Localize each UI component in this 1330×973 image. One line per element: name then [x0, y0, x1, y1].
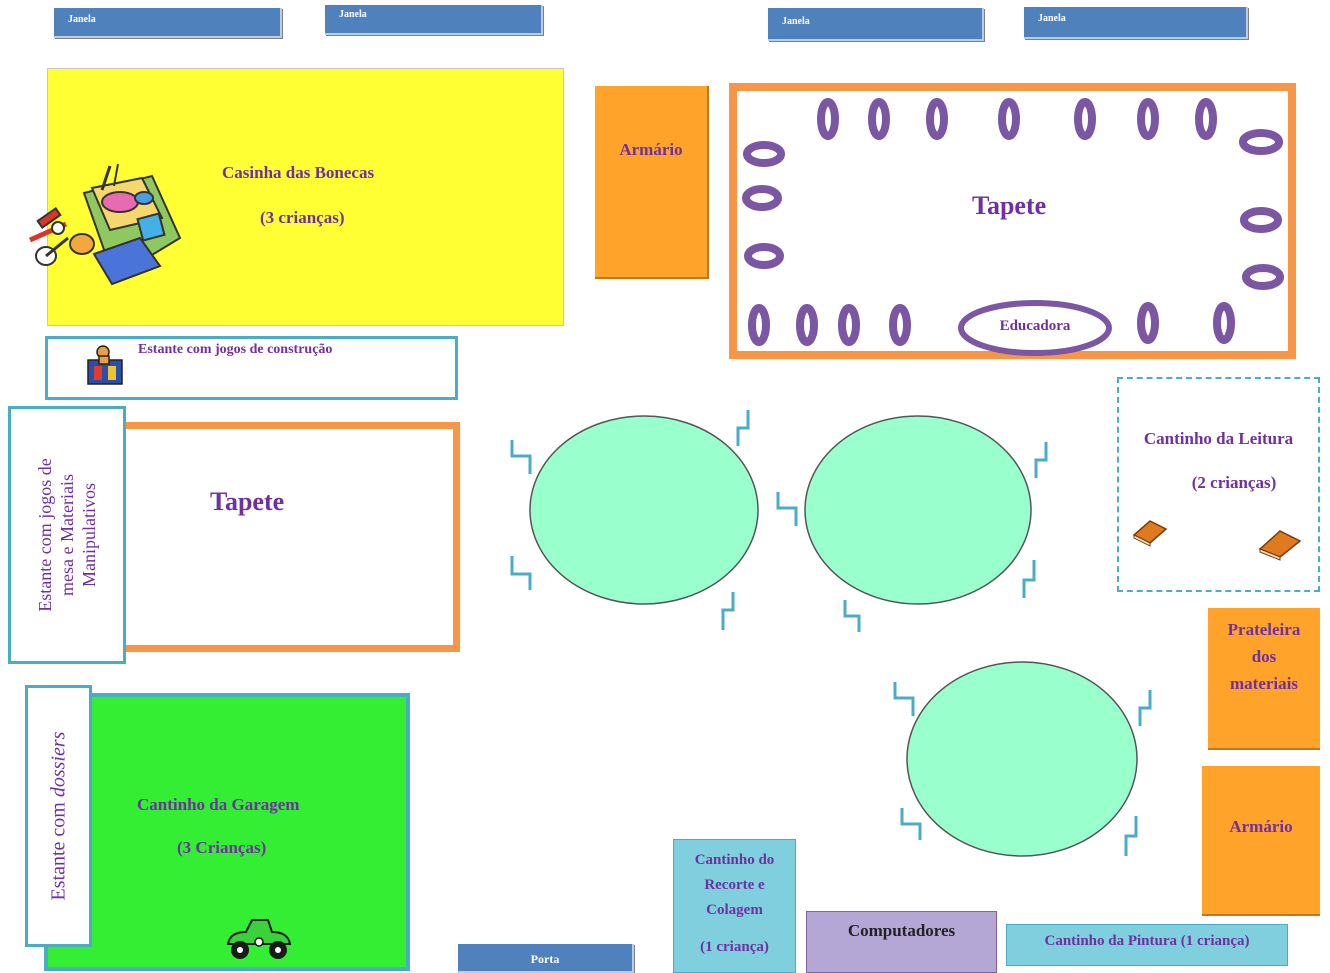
construction-toy-icon — [87, 345, 123, 385]
rug-left: Tapete — [115, 422, 460, 652]
window-4: Janela — [1024, 7, 1248, 39]
rug-top-label: Tapete — [972, 191, 1047, 220]
cushion — [1074, 98, 1096, 140]
dossiers-shelf-label: Estante com dossiers — [47, 732, 70, 901]
chair — [893, 682, 915, 716]
wardrobe-right: Armário — [1202, 766, 1320, 916]
painting-corner: Cantinho da Pintura (1 criança) — [1006, 924, 1288, 966]
chair — [843, 600, 861, 632]
painting-corner-label: Cantinho da Pintura (1 criança) — [1044, 933, 1250, 949]
rug-left-label: Tapete — [210, 487, 285, 516]
cutting-corner-label: Cantinho do Recorte e Colagem (1 criança… — [695, 848, 775, 960]
cutting-corner-capacity: (1 criança) — [700, 939, 769, 955]
chair — [1022, 560, 1036, 598]
cushion — [796, 304, 818, 346]
rug-seats — [742, 98, 1284, 356]
window-1: Janela — [54, 8, 282, 38]
cushion — [742, 185, 782, 211]
board-games-shelf: Estante com jogos de mesa e Materiais Ma… — [8, 406, 126, 664]
toy-car-icon — [226, 919, 292, 959]
materials-shelf-line1: Prateleira — [1227, 620, 1301, 639]
cushion-group — [742, 98, 1284, 356]
cushion — [868, 98, 890, 140]
round-table — [529, 415, 759, 605]
reading-corner-title: Cantinho da Leitura — [1143, 429, 1294, 448]
garage-corner: Cantinho da Garagem (3 Crianças) — [44, 693, 410, 971]
dossiers-shelf: Estante com dossiers — [25, 685, 92, 947]
round-table — [906, 661, 1138, 857]
cushion — [1240, 207, 1282, 233]
reading-corner-capacity: (2 crianças) — [1191, 473, 1277, 492]
chair — [721, 592, 735, 630]
door: Porta — [458, 944, 634, 973]
cutting-corner-line1: Cantinho do — [694, 852, 775, 868]
garage-corner-capacity: (3 Crianças) — [177, 838, 267, 857]
cushion — [1137, 302, 1159, 344]
garage-corner-title: Cantinho da Garagem — [137, 795, 300, 814]
materials-shelf: Prateleira dos materiais — [1208, 608, 1320, 750]
dossiers-shelf-italic: dossiers — [47, 731, 69, 798]
cushion — [1195, 98, 1217, 140]
cushion — [838, 304, 860, 346]
materials-shelf-line3: materiais — [1230, 674, 1298, 693]
cushion — [744, 243, 784, 269]
window-2: Janela — [325, 5, 543, 35]
doll-house-capacity: (3 crianças) — [260, 208, 345, 227]
chair — [510, 440, 532, 474]
book-icon — [1132, 520, 1168, 547]
chair — [776, 492, 798, 526]
materials-shelf-label: Prateleira dos materiais — [1228, 616, 1301, 697]
computers-label: Computadores — [847, 921, 956, 940]
chair — [1124, 816, 1138, 856]
chair — [900, 808, 922, 840]
wardrobe-top-label: Armário — [619, 140, 683, 159]
cushion — [743, 141, 785, 167]
cushion — [1213, 302, 1235, 344]
round-table — [804, 415, 1032, 605]
doll-house-title: Casinha das Bonecas — [222, 163, 375, 182]
chair — [510, 556, 532, 590]
teacher-seat-label: Educadora — [999, 318, 1071, 334]
cutting-corner-line3: Colagem — [706, 902, 763, 918]
dossiers-shelf-prefix: Estante com — [47, 797, 69, 901]
cushion — [998, 98, 1020, 140]
cutting-corner-line2: Recorte e — [704, 877, 765, 893]
chair — [1138, 690, 1152, 726]
materials-shelf-line2: dos — [1251, 647, 1277, 666]
book-icon — [1258, 530, 1302, 561]
wardrobe-right-label: Armário — [1229, 817, 1293, 836]
wardrobe-top: Armário — [595, 86, 709, 279]
cutting-corner: Cantinho do Recorte e Colagem (1 criança… — [673, 839, 796, 973]
cushion — [1137, 98, 1159, 140]
cushion — [889, 304, 911, 346]
cushion — [1242, 264, 1284, 290]
chair — [736, 410, 750, 446]
reading-corner: Cantinho da Leitura (2 crianças) — [1117, 377, 1320, 592]
computers-area: Computadores — [806, 911, 997, 973]
cushion — [748, 304, 770, 346]
teacher-seat — [958, 300, 1112, 356]
construction-shelf-label: Estante com jogos de construção — [138, 342, 333, 357]
kitchen-toys-icon — [28, 163, 182, 286]
cushion — [1239, 129, 1283, 155]
window-3: Janela — [768, 8, 984, 41]
cushion — [926, 98, 948, 140]
chair — [1034, 442, 1048, 478]
cushion — [817, 98, 839, 140]
